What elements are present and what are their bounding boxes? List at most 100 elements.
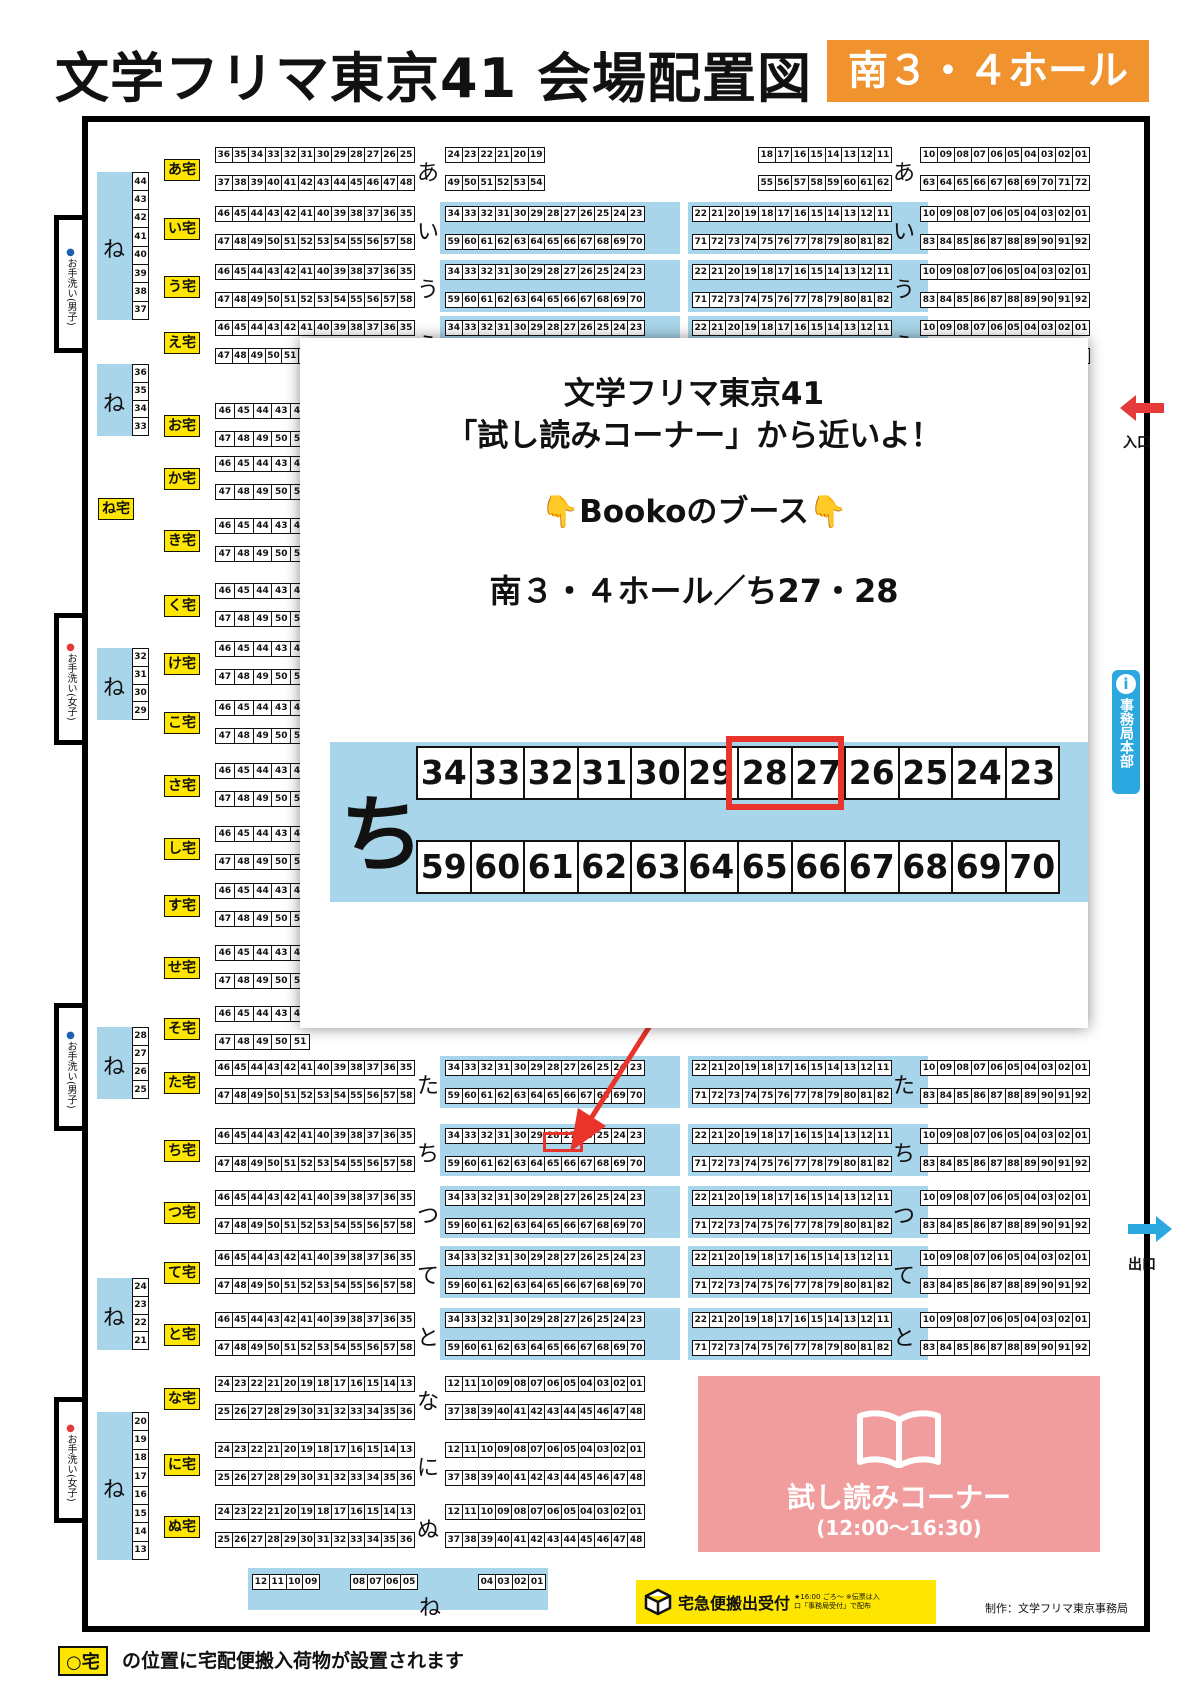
- restroom-male-2: ●お手洗い(男子): [54, 1003, 82, 1131]
- booth-seat: 41: [512, 1471, 529, 1485]
- booth-seat: 38: [349, 265, 366, 279]
- booth-seat: 40: [315, 1191, 333, 1205]
- booth-seat: 13: [399, 1507, 413, 1517]
- booth-seat: 17: [776, 207, 793, 221]
- booth-seat: 31: [496, 1129, 513, 1143]
- booth-seat: 02: [1056, 265, 1074, 279]
- booth-seat: 26: [579, 1313, 596, 1327]
- booth-seat: 09: [938, 1191, 955, 1205]
- booth-seat: 33: [349, 1471, 366, 1485]
- booth-seat: 04: [1022, 321, 1040, 335]
- booth-seat: 44: [254, 519, 273, 533]
- booth-seat: 31: [315, 1405, 333, 1419]
- booth-seat: 15: [365, 1505, 382, 1519]
- booth-seat: 39: [479, 1533, 496, 1547]
- booth-seat: 88: [1006, 1219, 1023, 1233]
- booth-seat: 31: [496, 321, 513, 335]
- booth-seat: 43: [272, 884, 292, 898]
- booth-seat: 07: [972, 321, 989, 335]
- booth-seat: 25: [216, 1405, 233, 1419]
- booth-seat: 33: [463, 1191, 480, 1205]
- booth-seat: 25: [216, 1471, 233, 1485]
- booth-seat: 45: [233, 1191, 250, 1205]
- booth-seat: 38: [463, 1471, 480, 1485]
- booth-seat: 85: [955, 293, 972, 307]
- booth-seat: 16: [349, 1505, 366, 1519]
- booth-seat: 18: [759, 1191, 776, 1205]
- booth-seat: 71: [693, 1219, 710, 1233]
- booth-seat: 32: [332, 1471, 349, 1485]
- zoom-booth-seat: 31: [579, 748, 632, 798]
- booth-highlight: [726, 736, 844, 810]
- booth-seat: 48: [399, 178, 413, 188]
- booth-seat: 83: [921, 293, 938, 307]
- booth-seat: 20: [726, 1251, 743, 1265]
- delivery-tag: え宅: [164, 332, 200, 354]
- booth-seat: 71: [693, 1341, 710, 1355]
- booth-seat: 80: [842, 235, 859, 249]
- booth-seat: 08: [512, 1443, 529, 1457]
- booth-seat: 79: [826, 1341, 843, 1355]
- booth-seat: 54: [332, 1341, 349, 1355]
- booth-seat: 85: [955, 235, 972, 249]
- booth-seat: 82: [876, 1221, 890, 1231]
- zoom-booth-seat: 27: [793, 748, 846, 798]
- booth-seat: 50: [266, 293, 283, 307]
- booth-seat: 89: [1022, 235, 1040, 249]
- delivery-tag: い宅: [164, 218, 200, 240]
- booth-seat: 24: [133, 1279, 148, 1297]
- booth-seat: 06: [989, 148, 1006, 162]
- booth-seat: 61: [479, 1219, 496, 1233]
- booth-seat: 48: [235, 1035, 254, 1049]
- booth-seat: 30: [299, 1405, 316, 1419]
- booth-seat: 03: [1039, 207, 1057, 221]
- booth-seat: 55: [349, 1219, 366, 1233]
- booth-seat: 16: [349, 1443, 366, 1457]
- booth-seat: 49: [254, 432, 273, 446]
- booth-seat: 15: [809, 1129, 826, 1143]
- booth-seat: 91: [1056, 1219, 1074, 1233]
- booth-seat: 88: [1006, 1157, 1023, 1171]
- booth-seat: 21: [710, 207, 727, 221]
- booth-seat: 75: [759, 235, 776, 249]
- booth-seat: 28: [266, 1471, 283, 1485]
- booth-seat: 87: [989, 293, 1006, 307]
- booth-seat: 19: [743, 265, 760, 279]
- booth-seat: 47: [216, 349, 233, 363]
- booth-seat: 32: [479, 207, 496, 221]
- booth-seat: 22: [693, 1313, 710, 1327]
- booth-seat: 28: [545, 1129, 563, 1143]
- booth-seat: 44: [249, 1313, 266, 1327]
- booth-seat: 90: [1039, 1157, 1057, 1171]
- booth-seat: 48: [235, 729, 254, 743]
- office-label: 事務局本部: [1118, 698, 1134, 768]
- booth-seat: 14: [826, 265, 843, 279]
- booth-seat: 69: [1022, 176, 1040, 190]
- booth-seat: 46: [216, 404, 235, 418]
- booth-seat: 44: [249, 265, 266, 279]
- booth-seat: 39: [332, 207, 349, 221]
- booth-seat: 48: [233, 235, 250, 249]
- booth-seat: 84: [938, 235, 955, 249]
- delivery-tag: た宅: [164, 1072, 200, 1094]
- trial-corner-label: 試し読みコーナー: [786, 1481, 1011, 1514]
- booth-seat: 48: [629, 1535, 643, 1545]
- zoom-booth-seat: 59: [418, 842, 472, 892]
- booth-seat: 88: [1006, 235, 1023, 249]
- booth-seat: 60: [463, 1089, 480, 1103]
